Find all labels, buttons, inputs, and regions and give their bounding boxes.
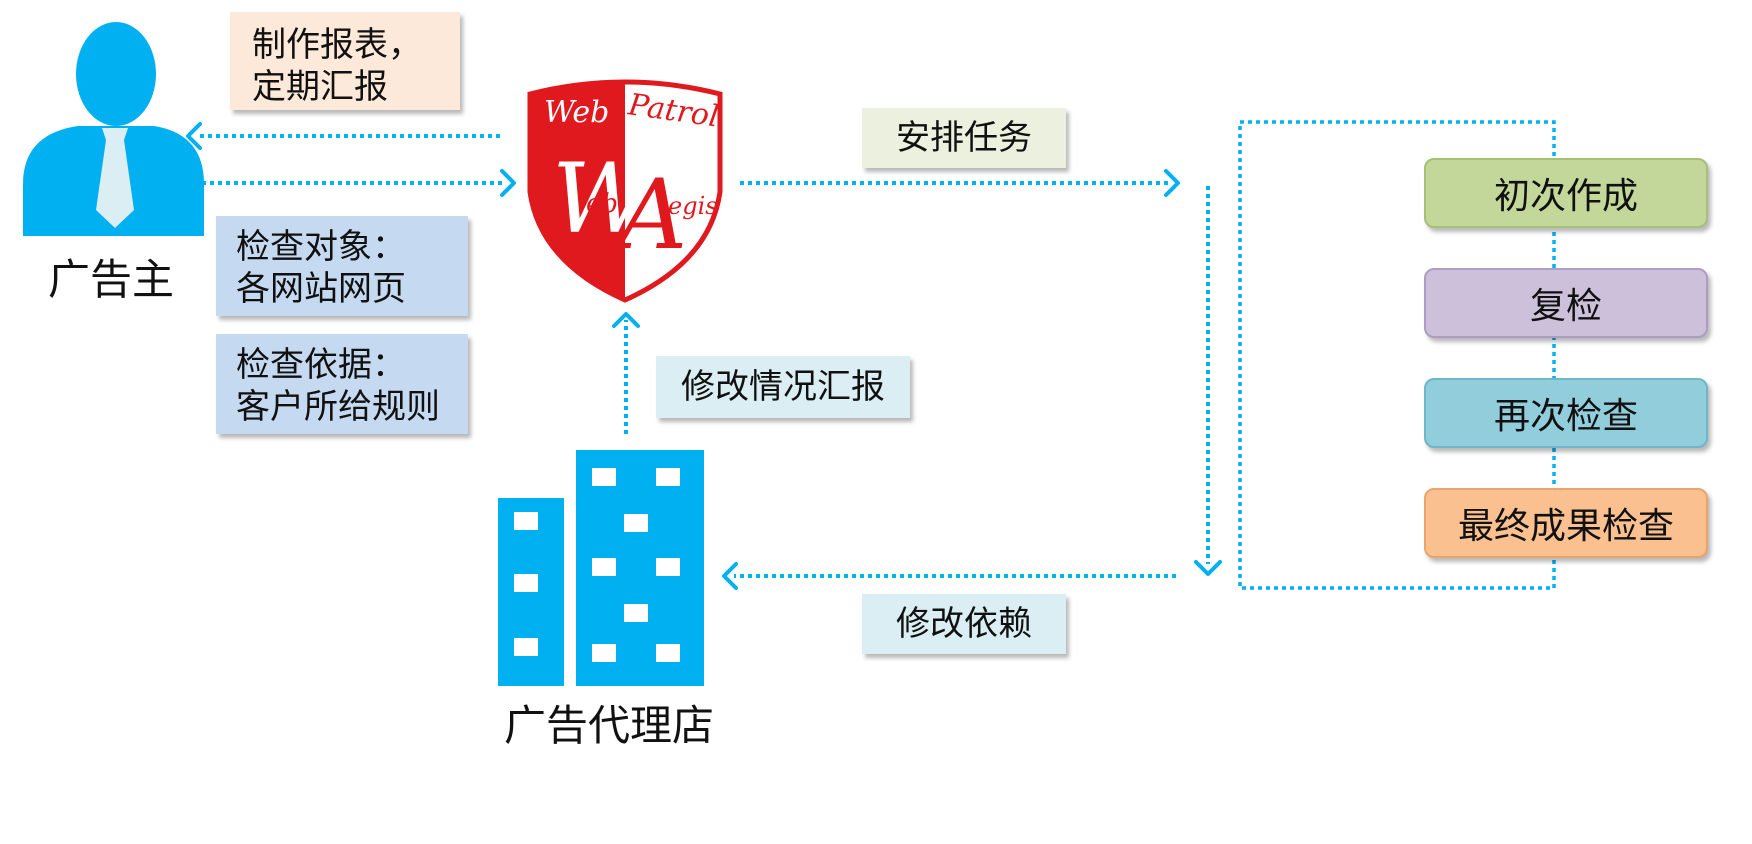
step-final-check: 最终成果检查 [1424,488,1708,558]
webaegis-shield-logo: Web Patrol W A eb egis [527,79,723,303]
arrowhead-left-agency [722,562,738,590]
report-note-line-1: 制作报表， [252,25,422,65]
agency-building-icon [498,450,704,686]
target-note: 检查对象： 各网站网页 [216,216,468,316]
basis-note: 检查依据： 客户所给规则 [216,334,468,434]
advertiser-label: 广告主 [48,255,175,304]
step-recheck: 复检 [1424,268,1708,338]
arrowhead-up [612,312,640,328]
report-note: 制作报表， 定期汇报 [230,12,460,110]
logo-text-eb: eb [586,189,618,219]
process-frame [1238,120,1556,590]
fix-report-note: 修改情况汇报 [656,356,910,418]
fix-request-note: 修改依赖 [862,594,1066,654]
report-note-line-2: 定期汇报 [252,67,388,107]
step-initial: 初次作成 [1424,158,1708,228]
advertiser-person-icon [23,22,204,236]
agency-label: 广告代理店 [504,701,715,750]
logo-text-egis: egis [668,192,718,220]
step-second-check: 再次检查 [1424,378,1708,448]
logo-letter-a: A [610,159,687,271]
assign-note: 安排任务 [862,108,1066,168]
arrowhead-right-logo [500,169,516,197]
logo-text-web: Web [544,95,609,130]
basis-note-line-1: 检查依据： [236,345,406,385]
target-note-line-1: 检查对象： [236,227,406,267]
arrowhead-left-top [186,122,202,150]
basis-note-line-2: 客户所给规则 [236,387,440,427]
arrowhead-right-assign [1164,169,1180,197]
target-note-line-2: 各网站网页 [236,269,406,309]
arrowhead-down [1194,560,1222,576]
logo-letter-w: W [552,143,658,255]
